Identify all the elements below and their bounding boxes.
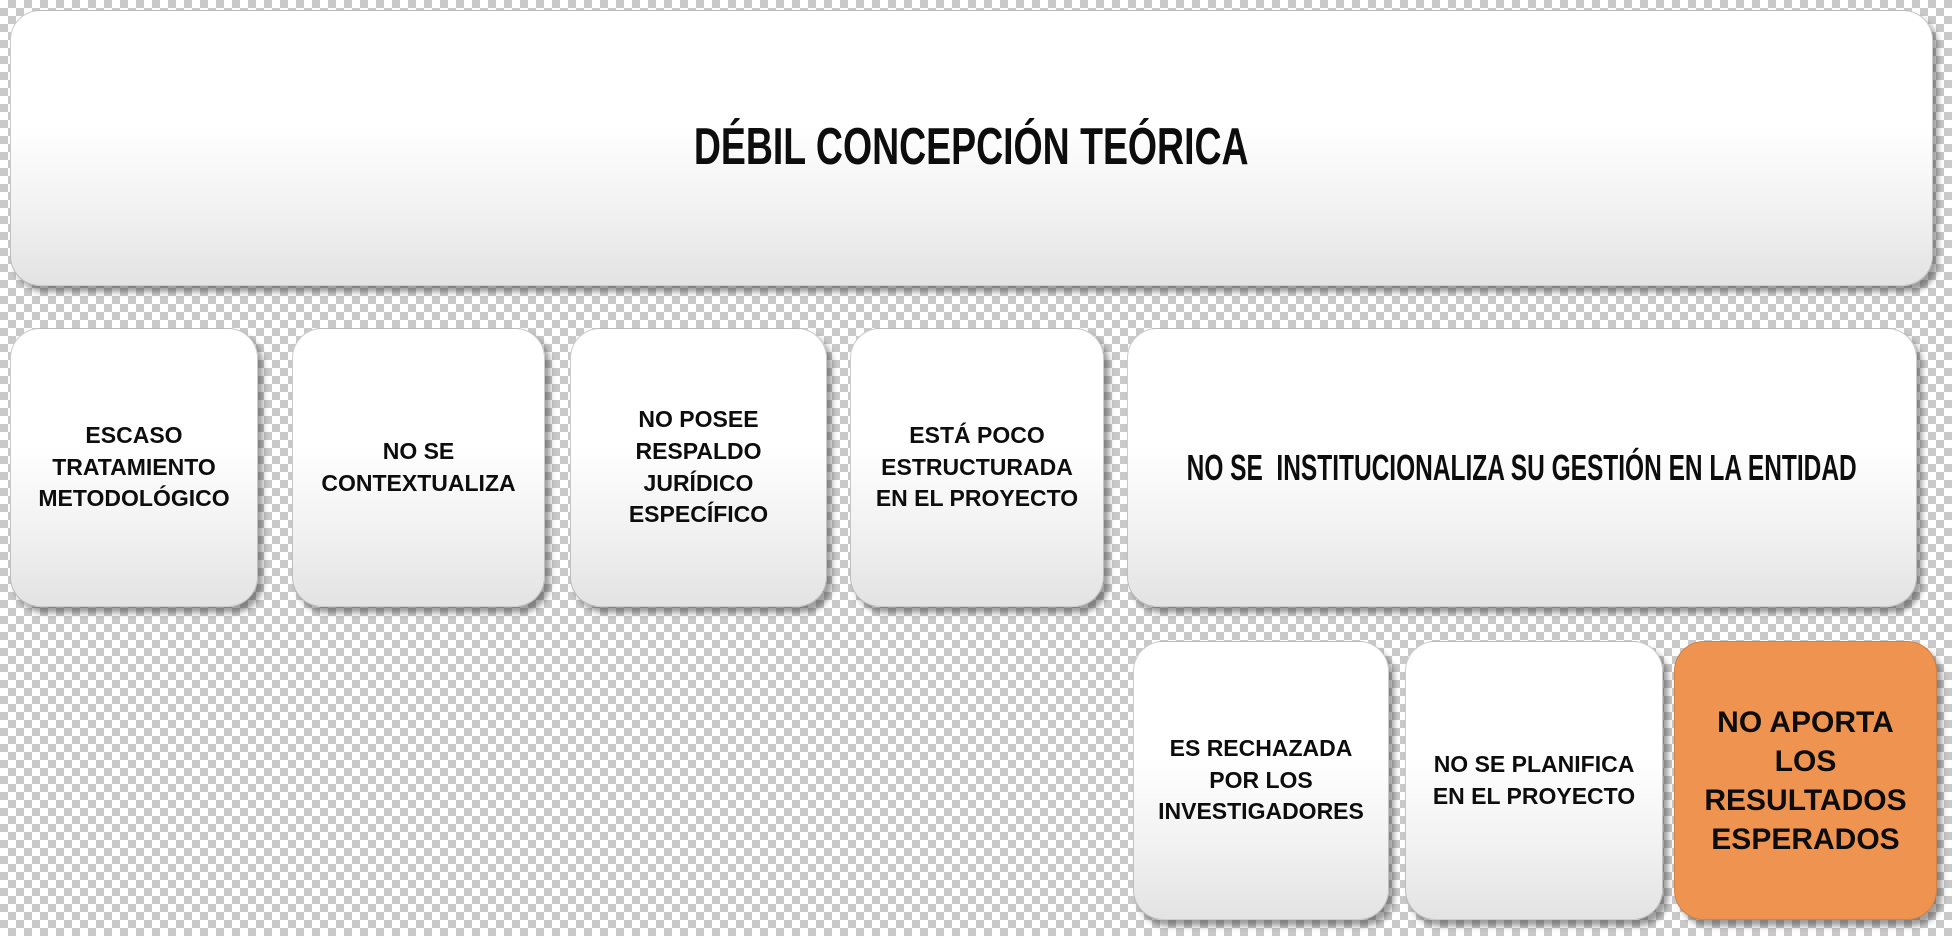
effect-box-label: DÉBIL CONCEPCIÓN TEÓRICA	[694, 118, 1249, 177]
cause-box-label: NO SE PLANIFICA EN EL PROYECTO	[1432, 750, 1636, 809]
cause-box-no-se-contextualiza: NO SE CONTEXTUALIZA	[292, 328, 545, 607]
cause-box-no-se-institucionaliza: NO SE INSTITUCIONALIZA SU GESTIÓN EN LA …	[1127, 328, 1917, 607]
cause-box-label: NO POSEE RESPALDO JURÍDICO ESPECÍFICO	[628, 406, 769, 528]
effect-box-debil-concepcion-teorica: DÉBIL CONCEPCIÓN TEÓRICA	[10, 10, 1933, 286]
cause-box-es-rechazada-por-investigadores: ES RECHAZADA POR LOS INVESTIGADORES	[1133, 641, 1389, 920]
cause-box-esta-poco-estructurada: ESTÁ POCO ESTRUCTURADA EN EL PROYECTO	[850, 328, 1104, 607]
cause-box-label: NO SE INSTITUCIONALIZA SU GESTIÓN EN LA …	[1186, 446, 1858, 488]
cause-box-label: ESCASO TRATAMIENTO METODOLÓGICO	[38, 421, 230, 512]
cause-box-escaso-tratamiento-metodologico: ESCASO TRATAMIENTO METODOLÓGICO	[10, 328, 258, 607]
highlight-box-label: NO APORTA LOS RESULTADOS ESPERADOS	[1704, 705, 1907, 856]
cause-box-label: NO SE CONTEXTUALIZA	[321, 437, 516, 496]
cause-box-label: ESTÁ POCO ESTRUCTURADA EN EL PROYECTO	[875, 421, 1079, 512]
highlight-box-no-aporta-resultados: NO APORTA LOS RESULTADOS ESPERADOS	[1674, 641, 1937, 920]
cause-box-no-posee-respaldo-juridico: NO POSEE RESPALDO JURÍDICO ESPECÍFICO	[570, 328, 827, 607]
cause-box-label: ES RECHAZADA POR LOS INVESTIGADORES	[1158, 734, 1364, 825]
cause-box-no-se-planifica: NO SE PLANIFICA EN EL PROYECTO	[1405, 641, 1663, 920]
